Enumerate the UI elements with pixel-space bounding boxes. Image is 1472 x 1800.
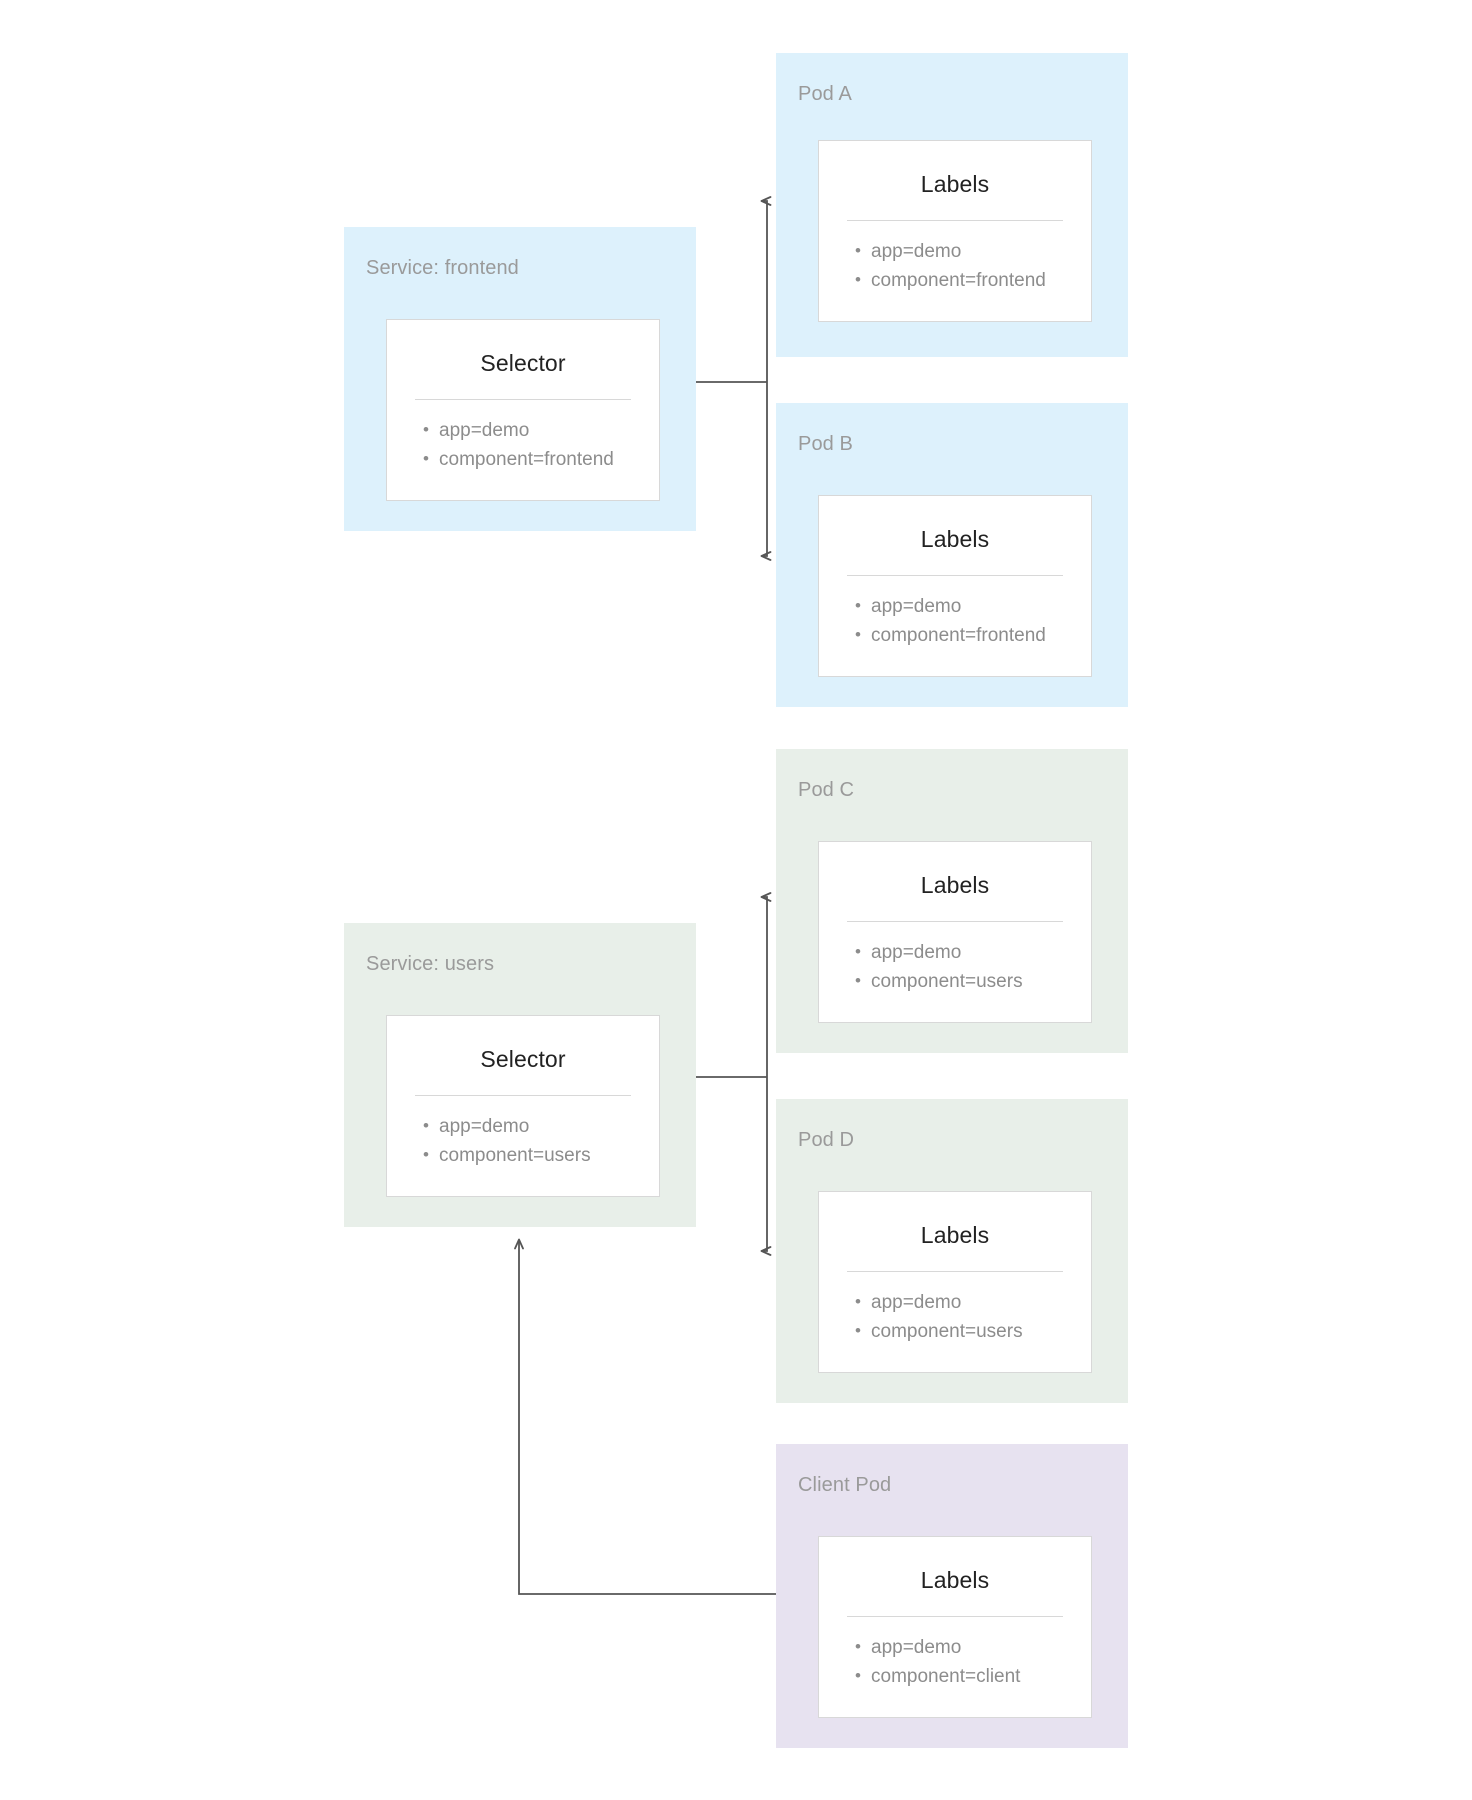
list-item: app=demo	[855, 1632, 1091, 1662]
group-title-client-pod: Client Pod	[798, 1474, 892, 1496]
card-selector-users[interactable]: Selector app=demo component=users	[386, 1015, 660, 1197]
list-item: component=frontend	[855, 265, 1091, 295]
list-item: app=demo	[855, 236, 1091, 266]
group-title-pod-b: Pod B	[798, 433, 853, 455]
list-item: component=frontend	[423, 444, 659, 474]
group-client-pod[interactable]: Client Pod Labels app=demo component=cli…	[776, 1444, 1128, 1748]
group-pod-c[interactable]: Pod C Labels app=demo component=users	[776, 749, 1128, 1053]
group-service-users[interactable]: Service: users Selector app=demo compone…	[344, 923, 696, 1227]
group-title-service-frontend: Service: frontend	[366, 257, 519, 279]
list-item: app=demo	[855, 591, 1091, 621]
group-pod-a[interactable]: Pod A Labels app=demo component=frontend	[776, 53, 1128, 357]
connector-users-to-pods	[695, 892, 772, 1256]
group-service-frontend[interactable]: Service: frontend Selector app=demo comp…	[344, 227, 696, 531]
card-labels-pod-b[interactable]: Labels app=demo component=frontend	[818, 495, 1092, 677]
list-item: component=users	[855, 1316, 1091, 1346]
labels-list: app=demo component=users	[819, 1272, 1091, 1364]
card-divider	[847, 1271, 1063, 1272]
card-title: Labels	[920, 526, 990, 552]
card-title: Labels	[920, 1222, 990, 1248]
labels-list: app=demo component=users	[819, 922, 1091, 1014]
card-divider	[847, 575, 1063, 576]
group-title-service-users: Service: users	[366, 953, 495, 975]
list-item: app=demo	[423, 415, 659, 445]
card-divider	[847, 220, 1063, 221]
card-divider	[415, 1095, 631, 1096]
card-divider	[847, 921, 1063, 922]
list-item: app=demo	[423, 1111, 659, 1141]
list-item: component=users	[855, 966, 1091, 996]
card-labels-pod-a[interactable]: Labels app=demo component=frontend	[818, 140, 1092, 322]
list-item: component=users	[423, 1140, 659, 1170]
selector-label-list: app=demo component=frontend	[387, 400, 659, 492]
labels-list: app=demo component=client	[819, 1617, 1091, 1709]
group-title-pod-a: Pod A	[798, 83, 852, 105]
card-title: Labels	[920, 872, 990, 898]
list-item: app=demo	[855, 937, 1091, 967]
connector-frontend-to-pods	[695, 196, 772, 561]
card-selector-frontend[interactable]: Selector app=demo component=frontend	[386, 319, 660, 501]
list-item: component=frontend	[855, 620, 1091, 650]
connector-client-to-users	[514, 1238, 776, 1595]
card-labels-pod-d[interactable]: Labels app=demo component=users	[818, 1191, 1092, 1373]
card-labels-pod-c[interactable]: Labels app=demo component=users	[818, 841, 1092, 1023]
card-title: Labels	[920, 171, 990, 197]
list-item: app=demo	[855, 1287, 1091, 1317]
card-title: Selector	[480, 1046, 566, 1072]
labels-list: app=demo component=frontend	[819, 221, 1091, 313]
group-pod-b[interactable]: Pod B Labels app=demo component=frontend	[776, 403, 1128, 707]
list-item: component=client	[855, 1661, 1091, 1691]
labels-list: app=demo component=frontend	[819, 576, 1091, 668]
card-title: Labels	[920, 1567, 990, 1593]
card-divider	[415, 399, 631, 400]
card-labels-client-pod[interactable]: Labels app=demo component=client	[818, 1536, 1092, 1718]
group-pod-d[interactable]: Pod D Labels app=demo component=users	[776, 1099, 1128, 1403]
card-divider	[847, 1616, 1063, 1617]
selector-label-list: app=demo component=users	[387, 1096, 659, 1188]
group-title-pod-d: Pod D	[798, 1129, 855, 1151]
card-title: Selector	[480, 350, 566, 376]
group-title-pod-c: Pod C	[798, 779, 855, 801]
